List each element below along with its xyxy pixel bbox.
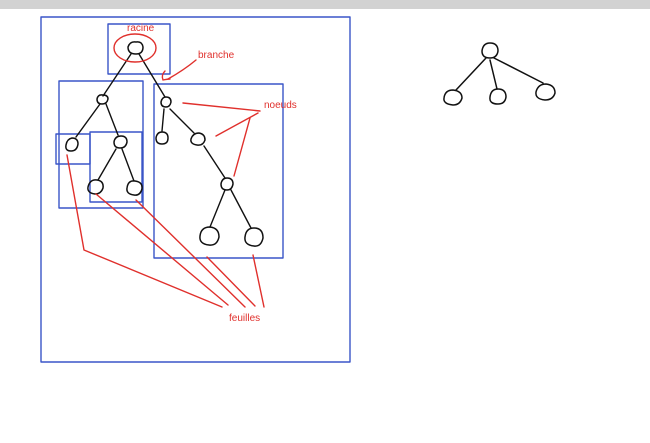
edge <box>105 103 119 136</box>
root-label: racine <box>127 23 155 34</box>
nodes-pointer <box>182 102 261 112</box>
tree-node <box>155 131 169 145</box>
inner-subtree-box <box>89 131 143 203</box>
edge <box>97 148 117 181</box>
tree-nodes <box>65 41 264 247</box>
tree-node <box>535 83 556 101</box>
edge <box>230 189 252 229</box>
tree-node <box>489 88 507 105</box>
edge <box>161 108 165 132</box>
edge <box>203 145 226 179</box>
annotations <box>66 33 265 308</box>
nodes-label: noeuds <box>264 100 297 111</box>
leaves-pointer <box>206 256 256 307</box>
edge <box>209 189 226 228</box>
tree-node <box>481 42 499 59</box>
tree-node <box>127 41 144 55</box>
tree-node <box>65 137 79 152</box>
edge <box>75 103 101 138</box>
toolbar-strip <box>0 0 650 9</box>
tree-node <box>113 135 128 149</box>
tree-edges <box>75 53 252 229</box>
leaves-label: feuilles <box>229 313 260 324</box>
tree-node <box>199 226 220 246</box>
nodes-pointer <box>233 117 251 177</box>
small-tree <box>443 42 556 106</box>
tree-node <box>190 132 206 146</box>
tree-node <box>96 94 109 105</box>
branch-label: branche <box>198 50 235 61</box>
leaves-pointer <box>252 254 265 308</box>
edge <box>169 108 195 134</box>
edge <box>489 59 498 90</box>
leaves-pointer <box>135 199 246 308</box>
leaves-pointer <box>66 154 223 308</box>
left-subtree-box <box>58 80 144 209</box>
edge <box>493 57 544 84</box>
right-subtree-box <box>153 83 284 259</box>
tree-node <box>244 227 264 247</box>
branch-pointer-tip <box>161 70 171 81</box>
nodes-pointer <box>215 112 259 137</box>
tree-node <box>220 177 234 191</box>
subtree-boxes <box>40 16 351 363</box>
branch-pointer <box>167 59 197 80</box>
tree-node <box>443 89 463 106</box>
tree-node <box>126 180 143 196</box>
edge <box>455 57 487 91</box>
leaves-pointer <box>95 193 229 306</box>
edge <box>121 148 135 182</box>
root-box <box>107 23 171 75</box>
tree-node <box>160 96 172 108</box>
whole-tree-box <box>40 16 351 363</box>
tree-node <box>87 179 104 195</box>
root-highlight-circle <box>113 33 157 63</box>
